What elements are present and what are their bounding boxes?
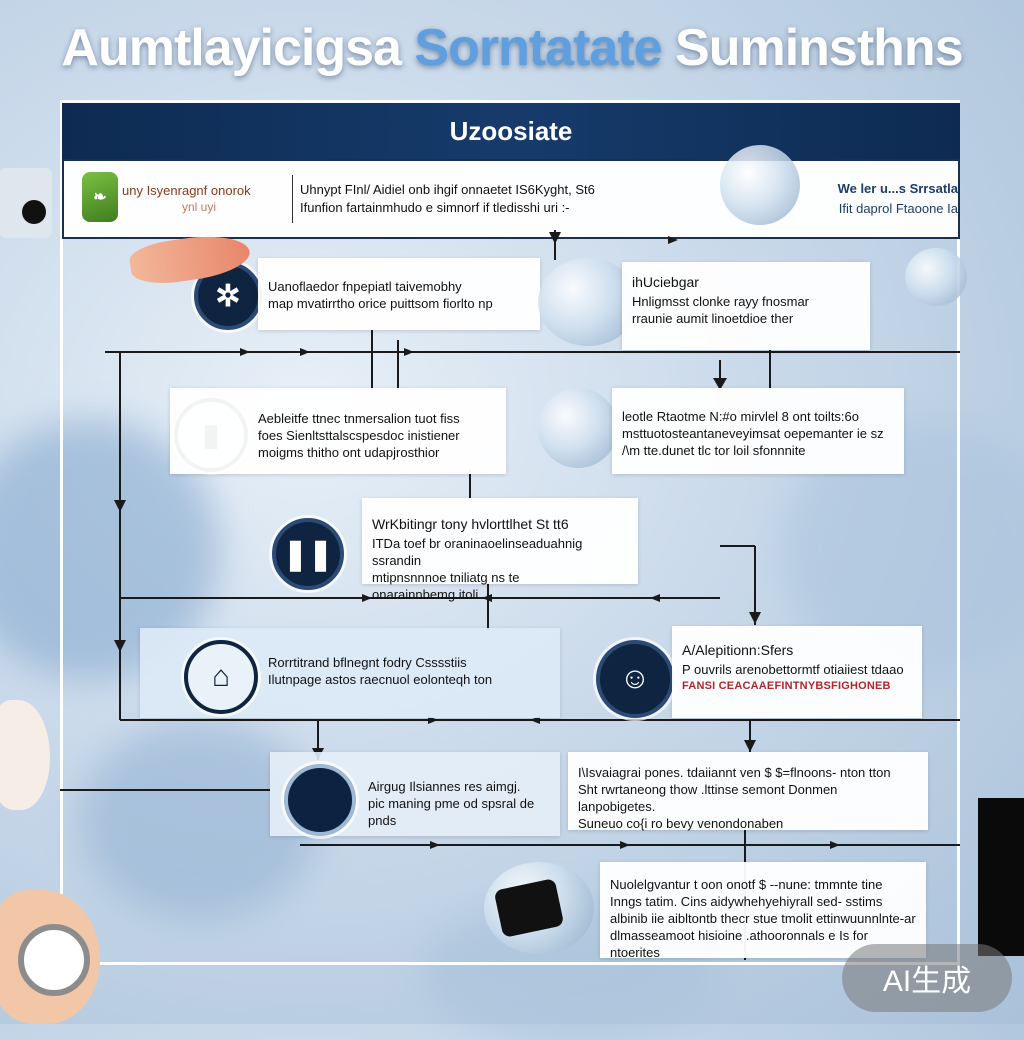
step-2-title: ihUciebgar: [632, 274, 699, 290]
header-right-text: We ler u...s Srrsatla Ifit daprol Ftaoon…: [764, 179, 964, 219]
step-6-line1: Rorrtitrand bflnegnt fodry Csssstiis: [268, 655, 467, 670]
step-5-title: WrKbitingr tony hvlorttlhet St tt6: [372, 516, 569, 532]
step-10-line1: Nuolelgvantur t oon onotf $ --nune: tmmn…: [610, 877, 883, 892]
step-9-line1: I\Isvaiagrai pones. tdaiiannt ven $ $=fl…: [578, 765, 891, 780]
step-box-10: Nuolelgvantur t oon onotf $ --nune: tmmn…: [600, 862, 926, 960]
step-8-line2: pic maning pme od spsral de pnds: [368, 796, 535, 828]
device-edge: [978, 798, 1024, 956]
step-5-line2: mtipnsnnnoe tniliatg ns te onarainnbemg.…: [372, 570, 520, 602]
step-1-line2: map mvatirrtho orice puittsom fiorlto np: [268, 296, 493, 311]
camera-lens-icon: [22, 200, 46, 224]
header-center-text: Uhnypt FInl/ Aidiel onb ihgif onnaetet I…: [300, 181, 650, 217]
header-left-brand: uny Isyenragnf onorok ynl uyi: [122, 183, 312, 215]
step-9-line3: Suneuo co{i ro bevy venondonaben: [578, 816, 784, 831]
step-10-line3: albinib iie aibltontb thecr stue tmolit …: [610, 911, 916, 926]
step-7-line1: P ouvrils arenobettormtf otiaiiest tdaao: [682, 662, 904, 677]
server-icon: ❚❚: [272, 518, 344, 590]
header-left-brand-text: uny Isyenragnf onorok: [122, 183, 251, 198]
step-8-line1: Airgug Ilsiannes res aimgj.: [368, 779, 521, 794]
brand-logo-icon: ❧: [82, 172, 118, 222]
earth-icon: [538, 388, 618, 468]
step-10-line2: Inngs tatim. Cins aidywhehyehiyrall sed-…: [610, 894, 883, 909]
ai-generated-badge-text: AI生成: [882, 965, 972, 998]
header-right-line1: We ler u...s Srrsatla: [837, 181, 958, 196]
step-box-2: ihUciebgar Hnligmsst clonke rayy fnosmar…: [622, 262, 870, 350]
header-center-line2: Ifunfion fartainmhudo e simnorf if tledi…: [300, 200, 570, 215]
step-4-line2: msttuotosteantaneveyimsat oepemanter ie …: [622, 426, 884, 441]
header-divider: [292, 175, 293, 223]
team-support-icon: ☺: [596, 640, 674, 718]
step-3-line2: foes Sienltsttalscspesdoc inistiener: [258, 428, 460, 443]
step-box-5: WrKbitingr tony hvlorttlhet St tt6 ITDa …: [362, 498, 638, 602]
poster-title: Aumtlayicigsa Sorntatate Suminsthns: [0, 18, 1024, 78]
step-1-line1: Uanoflaedor fnpepiatl taivemobhy: [268, 279, 462, 294]
step-box-9: I\Isvaiagrai pones. tdaiiannt ven $ $=fl…: [568, 752, 928, 831]
step-10-line4: dlmasseamoot hisioine .athooronnals e Is…: [610, 928, 868, 960]
globe-icon: [720, 145, 800, 225]
step-box-4: leotle Rtaotme N:#o mirvlel 8 ont toilts…: [612, 388, 904, 474]
step-7-red-note: FANSI CEACAAEFINTNYBSFIGHONEB: [682, 680, 891, 692]
header-bar: Uzoosiate: [62, 103, 960, 159]
hand-illustration: [0, 700, 50, 810]
globe-icon: [538, 258, 638, 346]
step-4-line1: leotle Rtaotme N:#o mirvlel 8 ont toilts…: [622, 409, 859, 424]
button-disc-icon: [18, 924, 90, 996]
header-right-line2: Ifit daprol Ftaoone Ia: [838, 201, 958, 216]
step-5-line1: ITDa toef br oraninaoelinseaduahnig ssra…: [372, 536, 583, 568]
title-accent: Sorntatate: [414, 19, 662, 77]
step-3-line3: moigms thitho ont udapjrosthior: [258, 445, 440, 460]
ai-generated-badge: AI生成: [842, 944, 1012, 1012]
step-3-line1: Aebleitfe ttnec tnmersalion tuot fiss: [258, 411, 460, 426]
step-box-3: Aebleitfe ttnec tnmersalion tuot fiss fo…: [170, 388, 506, 474]
step-box-7: A/Alepitionn:Sfers P ouvrils arenobettor…: [672, 626, 922, 718]
title-tail: Suminsthns: [675, 19, 964, 77]
header-row: uny Isyenragnf onorok ynl uyi Uhnypt FIn…: [62, 159, 960, 239]
glass-orb-icon: [905, 248, 967, 306]
step-6-line2: Ilutnpage astos raecnuol eolonteqh ton: [268, 672, 493, 687]
step-2-line1: Hnligmsst clonke rayy fnosmar: [632, 294, 809, 309]
title-main: Aumtlayicigsa: [61, 19, 402, 77]
step-7-title: A/Alepitionn:Sfers: [682, 642, 794, 658]
headset-icon: ⌂: [184, 640, 258, 714]
step-2-line2: rraunie aumit linoetdioe ther: [632, 311, 794, 326]
step-box-1: Uanoflaedor fnpepiatl taivemobhy map mva…: [258, 258, 540, 330]
target-icon: [284, 764, 356, 836]
header-left-brand-sub: ynl uyi: [182, 200, 217, 214]
header-label: Uzoosiate: [449, 115, 573, 146]
step-9-line2: Sht rwrtaneong thow .lttinse semont Donm…: [578, 782, 838, 814]
step-4-line3: /\m tte.dunet tlc tor loil sfonnnite: [622, 443, 806, 458]
header-center-line1: Uhnypt FInl/ Aidiel onb ihgif onnaetet I…: [300, 182, 595, 197]
